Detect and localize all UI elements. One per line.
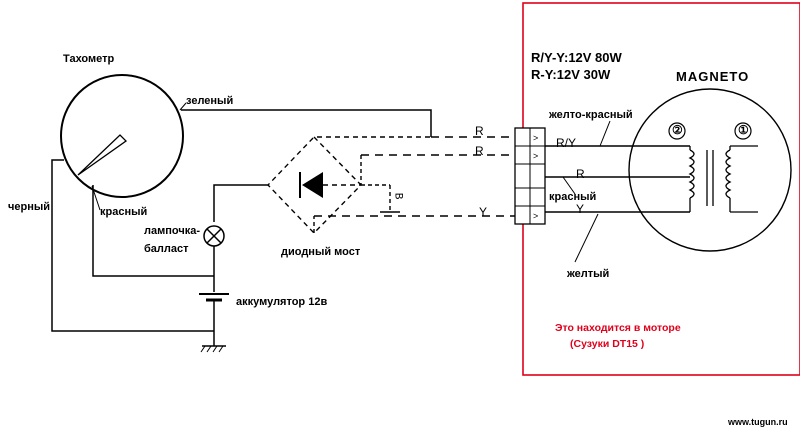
black-wire-label: черный [8,201,51,213]
yellow-red-wire-label: желто-красный [549,109,633,121]
red-wire-magneto-label: красный [549,191,597,203]
dashed-r1-label: R [475,124,484,138]
spec-line-2: R-Y:12V 30W [531,67,611,82]
lamp-cross-b [206,228,222,244]
watermark: www.tugun.ru [728,417,788,427]
connector-pin-2: > [533,151,538,161]
callout-green [179,102,187,111]
ground-hatch-2 [206,345,212,353]
magneto-coil-1-marker [734,122,752,140]
ground-hatch-1 [200,345,206,353]
magneto-circle [628,88,792,252]
spec-line-1: R/Y-Y:12V 80W [531,50,622,65]
magneto-wire-ry-label: R/Y [556,136,577,150]
yellow-wire-label: желтый [567,268,610,280]
coil-right [725,149,732,199]
diode-symbol [302,172,323,198]
tachometer-label: Тахометр [63,53,115,65]
engine-note-line-1: Это находится в моторе [555,322,681,334]
magneto-title: MAGNETO [676,69,750,84]
magneto-wire-y-label: Y [576,202,585,216]
ground-hatch-3 [212,345,218,353]
dashed-r2-label: R [475,144,484,158]
tachometer-circle [60,74,184,198]
tachometer-needle [77,134,128,176]
ground-hatch-4 [218,345,224,353]
green-wire-label: зеленый [186,95,234,107]
lamp-label-line-1: лампочка- [144,225,201,237]
black-wire [51,159,214,332]
green-wire [181,109,432,137]
callout-yellow-red [599,120,611,147]
connector-pin-1: > [533,133,538,143]
dashed-b-label: B [391,192,404,200]
lamp-label-line-2: балласт [144,243,189,255]
red-wire-tach [92,185,214,277]
callout-yellow [574,213,599,263]
connector-pin-3: > [533,211,538,221]
engine-note-line-2: (Сузуки DT15 ) [570,338,645,350]
coil-1-number: ① [738,123,749,137]
magneto-wire-r-label: R [576,167,585,181]
dashed-y-label: Y [479,205,488,219]
bridge-label: диодный мост [281,246,361,258]
battery-label: аккумулятор 12в [236,296,328,308]
bridge-left-wire [213,184,268,222]
callout-red-tach [91,185,101,211]
coil-left [688,149,695,199]
callout-red [562,176,576,195]
coil-2-number: ② [672,123,683,137]
red-wire-tach-label: красный [100,206,148,218]
magneto-coil-2-marker [668,122,686,140]
